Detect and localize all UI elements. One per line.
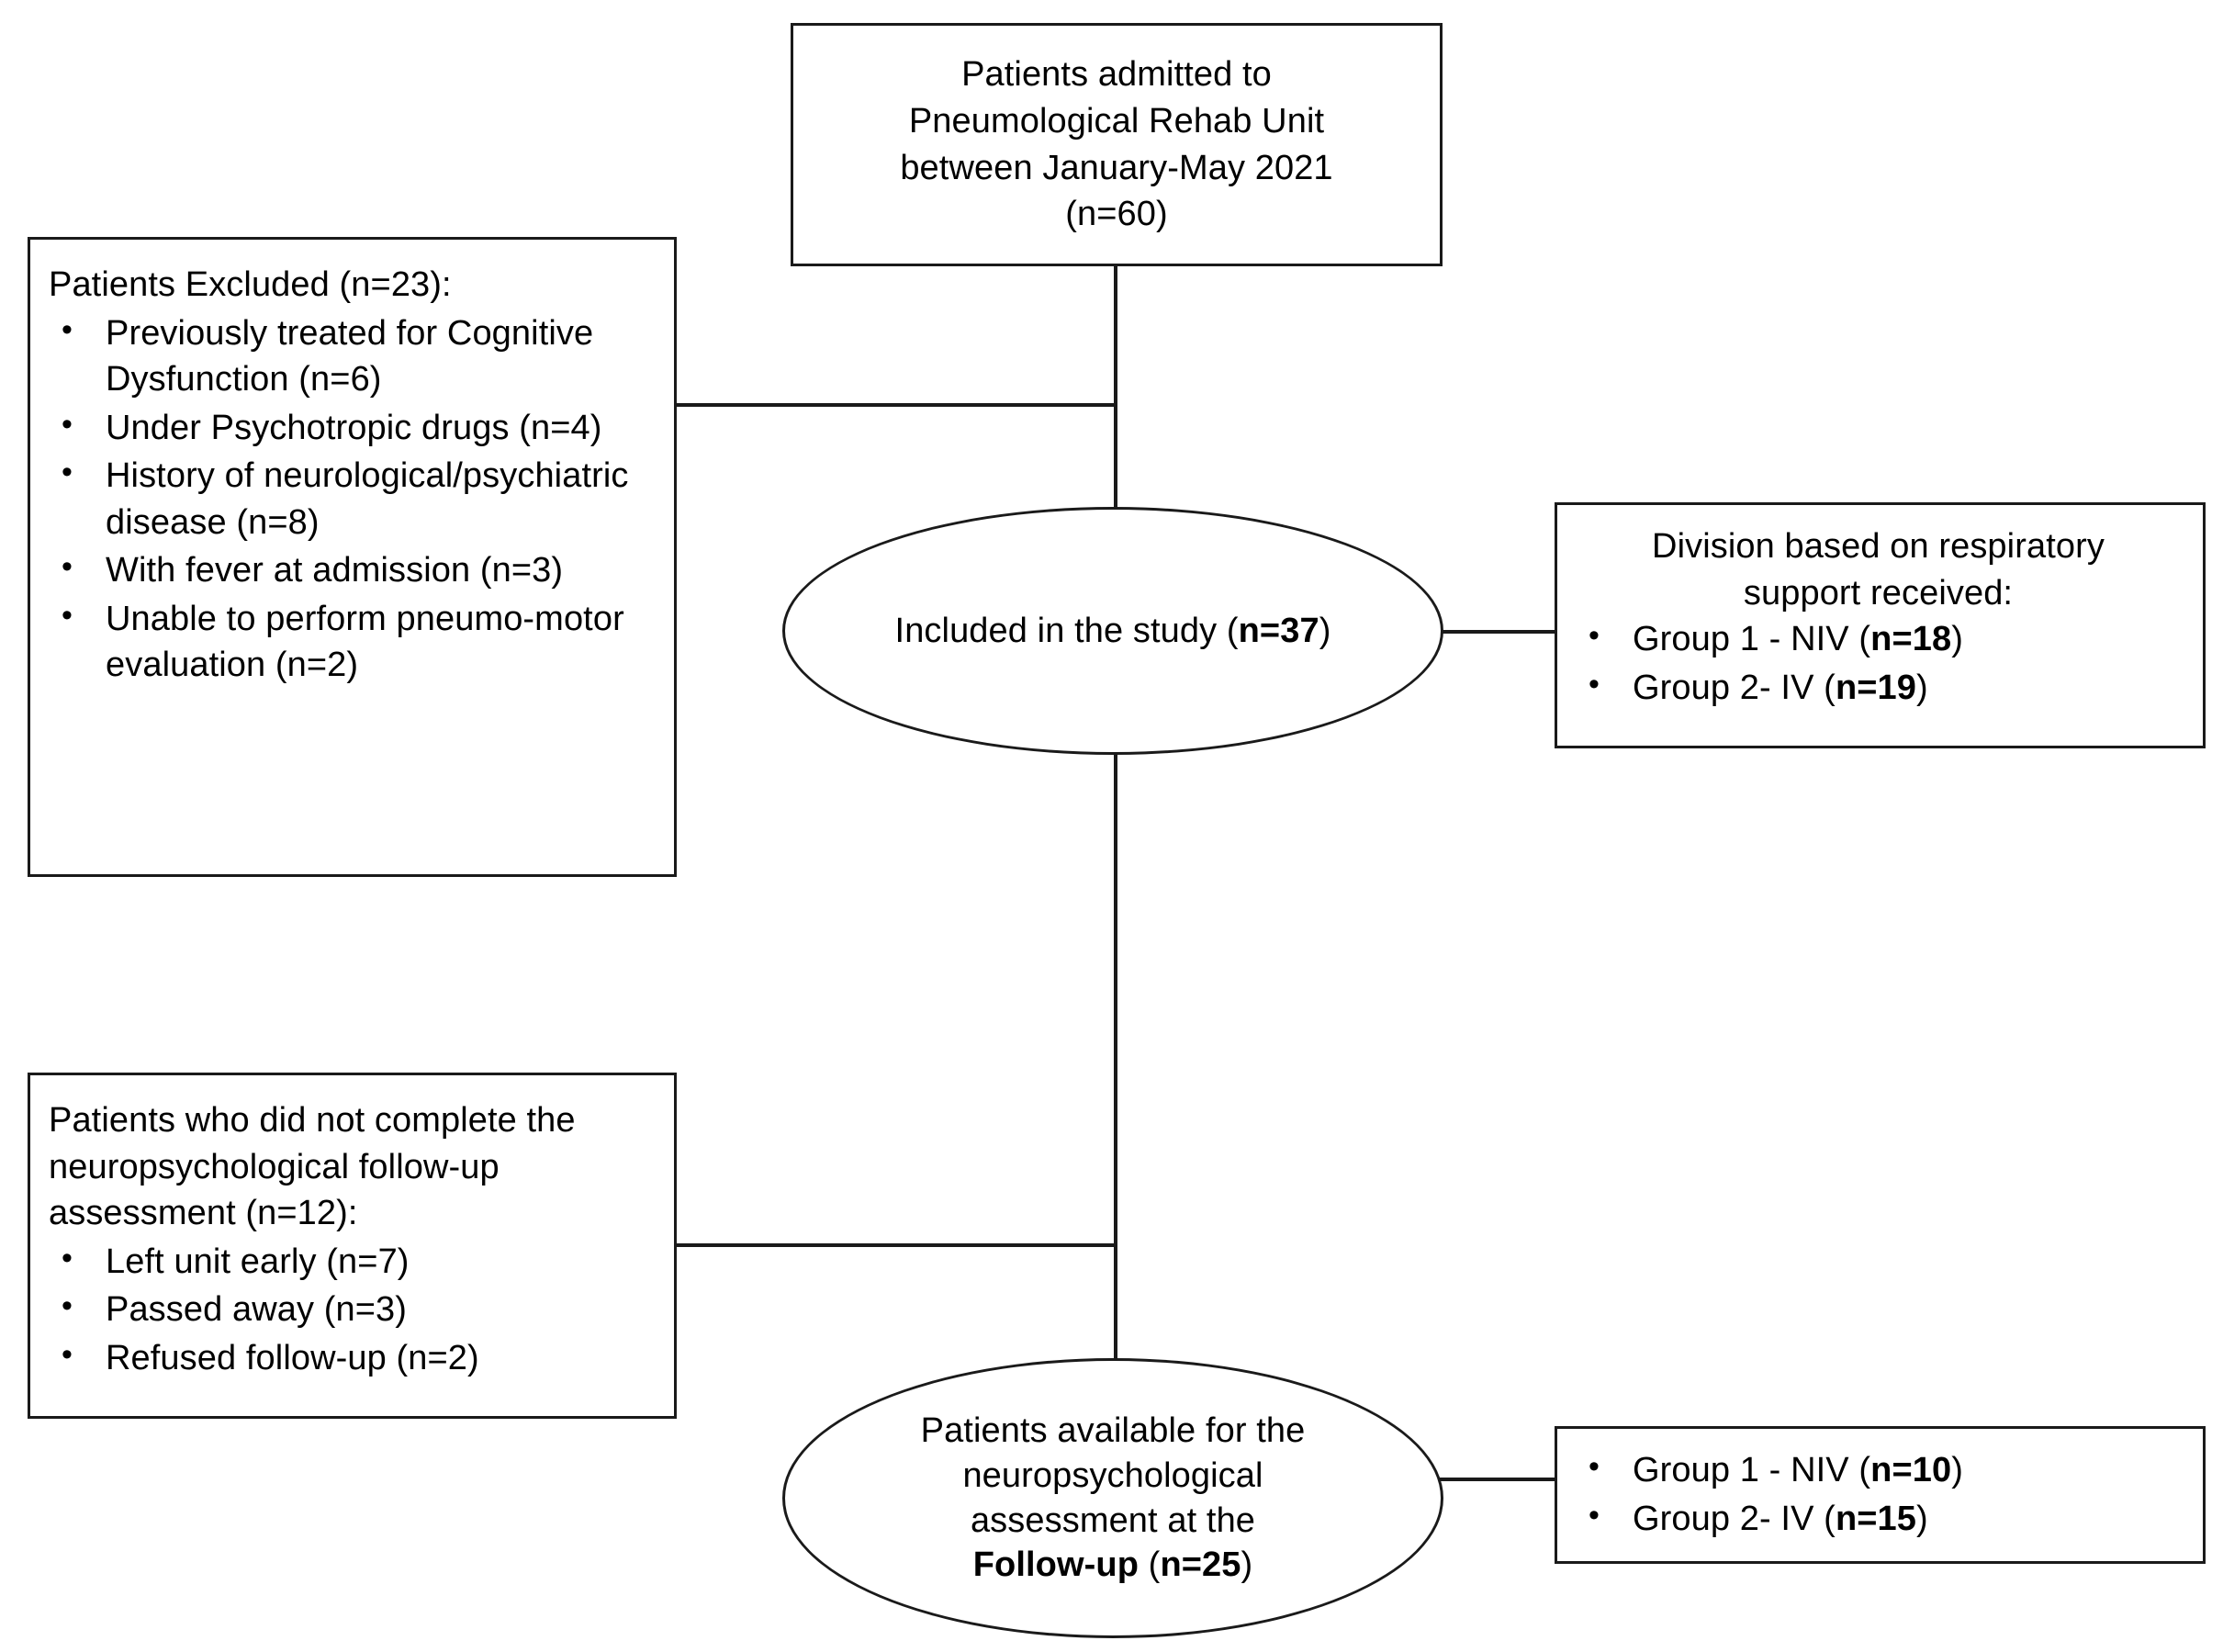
division-heading-line-1: Division based on respiratory (1652, 527, 2105, 566)
excluded-list: Previously treated for Cognitive Dysfunc… (49, 309, 650, 689)
connector-followup-to-groups (1440, 1478, 1556, 1481)
admitted-line-3: between January-May 2021 (900, 148, 1333, 187)
division-group-1-suffix: ) (1951, 620, 1963, 659)
followup-group-2-label: Group 2- IV ( (1633, 1500, 1836, 1538)
node-followup-available[interactable]: Patients available for the neuropsycholo… (782, 1358, 1443, 1638)
followup-line-1: Patients available for the (920, 1411, 1306, 1451)
included-count: n=37 (1238, 611, 1319, 650)
admitted-line-2: Pneumological Rehab Unit (908, 101, 1325, 140)
followup-groups-list: Group 1 - NIV (n=10) Group 2- IV (n=15) (1576, 1445, 2181, 1543)
followup-line-3: assessment at the (970, 1500, 1256, 1540)
followup-group-1-label: Group 1 - NIV ( (1633, 1451, 1871, 1490)
list-item: Under Psychotropic drugs (n=4) (49, 403, 650, 452)
node-patients-excluded[interactable]: Patients Excluded (n=23): Previously tre… (28, 237, 677, 877)
list-item: Left unit early (n=7) (49, 1237, 650, 1286)
connector-included-to-followup (1114, 751, 1117, 1362)
list-item: With fever at admission (n=3) (49, 545, 650, 594)
division-heading-line-2: support received: (1743, 573, 2014, 612)
followup-group-2-count: n=15 (1835, 1500, 1917, 1538)
admitted-line-4: (n=60) (1065, 195, 1168, 234)
node-followup-groups[interactable]: Group 1 - NIV (n=10) Group 2- IV (n=15) (1555, 1426, 2206, 1564)
connector-excluded-to-trunk (675, 403, 1116, 407)
connector-dropout-to-trunk (675, 1243, 1116, 1247)
list-item: Refused follow-up (n=2) (49, 1333, 650, 1382)
division-group-2-label: Group 2- IV ( (1633, 668, 1836, 707)
list-item: Unable to perform pneumo-motor evaluatio… (49, 594, 650, 689)
dropout-list: Left unit early (n=7) Passed away (n=3) … (49, 1237, 650, 1382)
list-item: Previously treated for Cognitive Dysfunc… (49, 309, 650, 403)
followup-bold-label: Follow-up (972, 1545, 1140, 1585)
connector-included-to-division (1440, 630, 1556, 634)
list-item: Group 1 - NIV (n=10) (1576, 1445, 2181, 1494)
followup-group-1-suffix: ) (1951, 1451, 1963, 1490)
node-division-respiratory-support[interactable]: Division based on respiratory support re… (1555, 502, 2206, 748)
division-group-1-count: n=18 (1870, 620, 1952, 659)
division-group-2-count: n=19 (1835, 668, 1917, 707)
list-item: History of neurological/psychiatric dise… (49, 451, 650, 545)
included-prefix: Included in the study ( (894, 611, 1239, 650)
included-suffix: ) (1319, 611, 1331, 650)
list-item: Group 2- IV (n=15) (1576, 1494, 2181, 1543)
node-included-in-study[interactable]: Included in the study (n=37) (782, 507, 1443, 755)
list-item: Group 2- IV (n=19) (1576, 663, 2181, 712)
division-group-1-label: Group 1 - NIV ( (1633, 620, 1871, 659)
division-list: Group 1 - NIV (n=18) Group 2- IV (n=19) (1576, 614, 2181, 712)
followup-paren-open: ( (1139, 1545, 1161, 1585)
node-patients-admitted[interactable]: Patients admitted to Pneumological Rehab… (791, 23, 1443, 266)
node-did-not-complete-followup[interactable]: Patients who did not complete the neurop… (28, 1073, 677, 1419)
list-item: Passed away (n=3) (49, 1285, 650, 1333)
division-group-2-suffix: ) (1916, 668, 1928, 707)
dropout-heading: Patients who did not complete the neurop… (49, 1101, 576, 1233)
excluded-heading: Patients Excluded (n=23): (49, 265, 452, 304)
followup-group-1-count: n=10 (1870, 1451, 1952, 1490)
followup-paren-close: ) (1241, 1545, 1253, 1585)
followup-group-2-suffix: ) (1916, 1500, 1928, 1538)
followup-line-2: neuropsychological (962, 1455, 1263, 1495)
followup-count: n=25 (1160, 1545, 1241, 1585)
admitted-line-1: Patients admitted to (961, 55, 1272, 95)
list-item: Group 1 - NIV (n=18) (1576, 614, 2181, 663)
connector-admitted-to-included (1114, 264, 1117, 510)
